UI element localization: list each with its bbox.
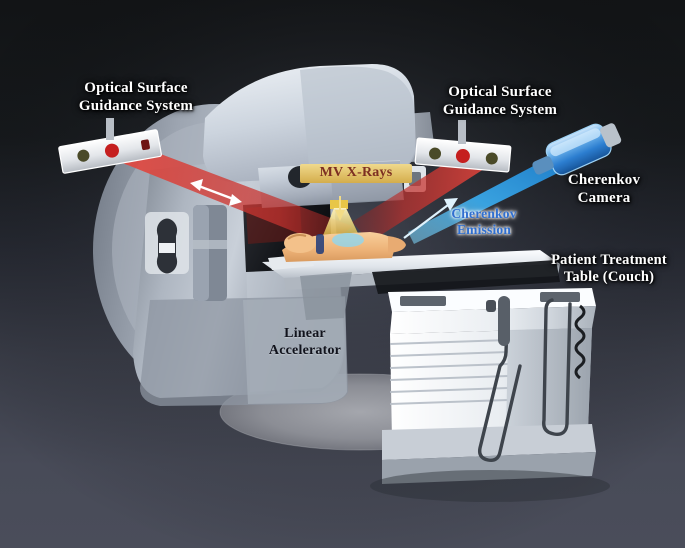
pedestal-handle[interactable] [486, 296, 510, 346]
couch-support-column [300, 272, 352, 320]
label-cherenkov-camera: Cherenkov Camera [567, 172, 641, 206]
treatment-head-shade [300, 66, 415, 177]
patient-immobilization-band [316, 234, 324, 254]
pedestal-accordion-slats [389, 339, 509, 405]
arrow-cherenkov-emission [403, 198, 458, 239]
cherenkov-beam [408, 152, 572, 244]
osgs-right-mount [458, 120, 466, 144]
treatment-field-glow [332, 233, 364, 247]
label-optical-surface-guidance-right: Optical Surface Guidance System [442, 84, 558, 118]
pedestal-plinth-top [382, 424, 596, 460]
pedestal-shadow [370, 470, 610, 502]
patient-treatment-couch-top [262, 250, 560, 278]
osgs-left-mount [106, 118, 114, 140]
pedestal-plinth-front [382, 452, 596, 484]
patient-face-line [287, 234, 307, 240]
pedestal-slot-left [400, 296, 446, 306]
patient-head [284, 233, 316, 253]
arrow-mv-xrays [335, 196, 345, 221]
label-linear-accelerator: Linear Accelerator [268, 326, 342, 358]
pedestal-cables [477, 298, 572, 463]
gantry-skirt-light [243, 297, 347, 404]
pedestal-side-face [506, 328, 592, 436]
patient-legs [388, 236, 406, 253]
gantry-control-panel[interactable] [145, 212, 189, 274]
label-cherenkov-emission: Cherenkov Emission [451, 206, 517, 237]
couch-pedestal [382, 288, 596, 484]
double-headed-arrow-red-beam [190, 179, 242, 206]
gantry-column [193, 205, 227, 301]
couch-under-rail [372, 260, 560, 294]
pedestal-slot-right [540, 292, 580, 302]
label-mv-xrays: MV X-Rays [300, 164, 412, 183]
optical-surface-guidance-bar-right[interactable] [414, 120, 512, 173]
label-patient-treatment-table: Patient Treatment Table (Couch) [551, 252, 667, 286]
optical-surface-guidance-bar-left[interactable] [58, 118, 162, 174]
patient-figure [282, 232, 406, 262]
cherenkov-camera-body[interactable] [527, 116, 625, 184]
red-beam-right [352, 148, 498, 242]
pedestal-ribbed-trim [574, 304, 586, 380]
label-optical-surface-guidance-left: Optical Surface Guidance System [78, 80, 194, 114]
